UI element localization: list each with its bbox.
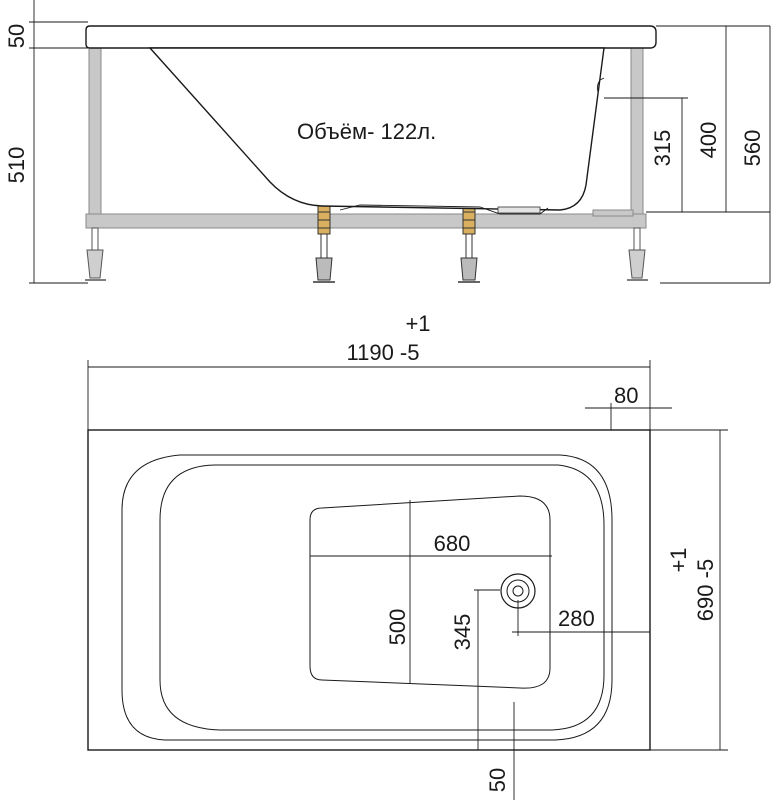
- tub-rim: [85, 25, 657, 49]
- side-right-dimensions: 315 400 560: [604, 25, 771, 284]
- dim-drain-center-x-label: 280: [558, 606, 595, 631]
- width-dimension: +1 690 -5: [650, 429, 728, 751]
- drain-center-y-dimension: 345: [450, 589, 500, 750]
- top-view: +1 1190 -5 80 680: [87, 311, 728, 800]
- frame-bracket: [592, 209, 634, 217]
- side-left-dimensions: 50 510: [4, 0, 88, 284]
- volume-label: Объём- 122л.: [297, 119, 436, 144]
- tub-outline-top: [87, 429, 651, 751]
- width-label: 690 -5: [693, 559, 718, 621]
- basin-outer: [121, 454, 613, 741]
- foot-right-icon: [627, 227, 648, 281]
- tub-bottom-edge: [339, 204, 549, 215]
- bottom-margin-dimension: 50: [485, 702, 515, 800]
- length-label: 1190 -5: [347, 340, 420, 365]
- dim-bottom-margin-label: 50: [485, 768, 510, 792]
- frame-right-post: [630, 47, 644, 215]
- drain-offset-dimension: 80: [585, 383, 672, 590]
- dim-drain-offset-label: 80: [614, 383, 638, 408]
- dim-drain-height-label: 315: [650, 130, 675, 167]
- bottom-width-dimension: 500: [385, 500, 411, 684]
- width-tolerance-plus: +1: [666, 547, 691, 572]
- tub-body-side: [148, 47, 605, 211]
- basin-bottom-flat: [309, 495, 551, 689]
- dim-total-left-label: 510: [4, 147, 29, 184]
- dim-drain-center-y-label: 345: [450, 614, 475, 651]
- overflow-icon: [596, 77, 605, 93]
- dim-total-height-label: 560: [740, 130, 765, 167]
- length-dimension: +1 1190 -5: [87, 311, 651, 430]
- side-view: Объём- 122л. 50 510 315 400 560: [4, 0, 771, 284]
- drain-center-x-dimension: 280: [512, 600, 650, 636]
- dim-rim-label: 50: [4, 24, 29, 48]
- dim-bottom-length-label: 680: [434, 531, 471, 556]
- length-tolerance-plus: +1: [405, 311, 430, 336]
- support-frame: [85, 47, 647, 229]
- drain-fitting-icon: [497, 206, 541, 214]
- dim-bottom-width-label: 500: [385, 609, 410, 646]
- basin-inner: [159, 464, 605, 731]
- dim-inner-height-label: 400: [696, 122, 721, 159]
- bottom-length-dimension: 680: [310, 531, 552, 557]
- foot-left-icon: [85, 227, 106, 281]
- frame-rail: [85, 213, 647, 229]
- foot-mid1-icon: [313, 195, 335, 283]
- frame-left-post: [88, 47, 102, 215]
- foot-mid2-icon: [458, 195, 480, 283]
